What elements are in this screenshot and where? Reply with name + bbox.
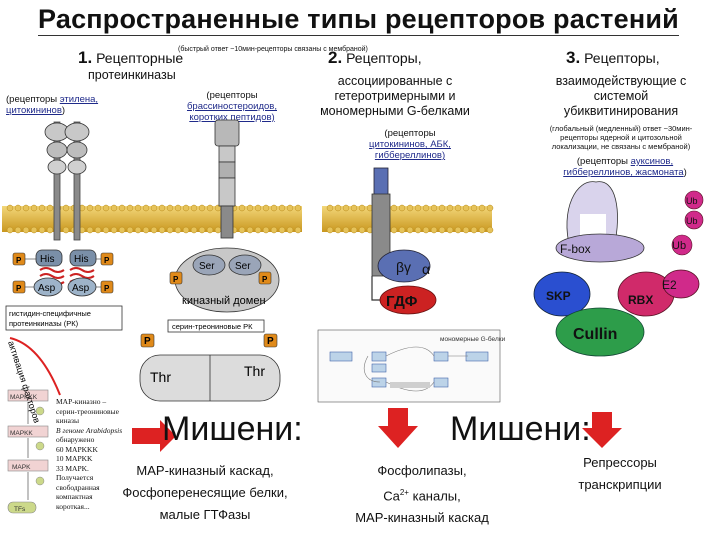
histidine-receptor — [12, 121, 114, 297]
his-domain-right — [69, 249, 97, 267]
his-label-right: His — [74, 254, 88, 265]
alpha-label: α — [422, 261, 430, 277]
thr-label-right: Thr — [244, 363, 265, 379]
ser-left — [192, 254, 226, 276]
histidine-kinase-legend-box — [5, 305, 123, 331]
ubiquitin-ligase-complex — [533, 181, 704, 357]
col2-category: ассоциированные с гетеротримерными и мон… — [320, 74, 470, 118]
monomeric-g-protein-inset — [317, 329, 501, 403]
skp-protein — [533, 271, 591, 317]
targets-list-3: Репрессоры транскрипции — [578, 455, 662, 492]
asp-label-left: Asp — [38, 283, 56, 294]
mapk-label-3: MAPK — [12, 464, 31, 471]
targets-list-1: MAP-киназный каскад, Фосфоперенесящие бе… — [122, 463, 288, 522]
p-label: P — [267, 336, 274, 347]
ub-label: Ub — [686, 196, 698, 206]
thr-label-left: Thr — [150, 369, 171, 385]
page-title: Распространенные типы рецепторов растени… — [38, 4, 679, 36]
gist-kinase-label-1: гистидин-специфичные — [9, 309, 91, 318]
g-beta-gamma — [377, 249, 431, 283]
p-label: P — [16, 256, 22, 265]
p-label: P — [104, 284, 110, 293]
col1-title: 1. Рецепторные — [78, 48, 184, 67]
arrow-col2 — [378, 408, 418, 448]
col3-note2: (рецепторы ауксинов, гиббереллинов, жасм… — [563, 156, 687, 178]
inset-title: мономерные G-белки — [440, 335, 506, 343]
ser-label-left: Ser — [199, 261, 215, 272]
col1-right-note: (рецепторы брассиностероидов, коротких п… — [186, 90, 277, 123]
ub-bead — [671, 234, 693, 256]
ser-right — [228, 254, 262, 276]
phospho-badge — [169, 271, 183, 285]
fbox-protein — [555, 233, 645, 263]
skp-label: SKP — [546, 289, 571, 303]
arrow-col1 — [132, 420, 176, 452]
beta-gamma-label: βγ — [396, 259, 411, 275]
his-domain-left — [35, 249, 63, 267]
ub-label: Ub — [672, 240, 686, 252]
activation-arrow — [9, 337, 61, 396]
membrane-col1 — [2, 204, 302, 234]
gdp-label: ГДФ — [386, 293, 418, 310]
g-protein-coupled-receptor — [371, 167, 437, 315]
arrow-col3 — [582, 412, 622, 448]
mapk-label-2: MAPKK — [10, 430, 33, 437]
col2-title: 2. Рецепторы, — [328, 48, 422, 67]
mapk-cascade — [7, 389, 49, 514]
fast-response-note: (быстрый ответ ~10мин-рецепторы связаны … — [178, 46, 368, 53]
cullin-label: Cullin — [573, 326, 617, 343]
tfs-label: TFs — [14, 506, 26, 513]
membrane-col2 — [322, 204, 494, 234]
rbx-label: RBX — [628, 293, 653, 307]
brassinosteroid-receptor — [169, 119, 280, 313]
p-label: P — [173, 275, 179, 284]
ub-bead — [684, 210, 704, 230]
g-alpha-gdp — [379, 285, 437, 315]
serthr-kinase-label: серин-треониновые РК — [172, 322, 253, 331]
ser-label-right: Ser — [235, 261, 251, 272]
fbox-label: F-box — [560, 242, 591, 256]
thr-domain — [139, 333, 281, 402]
targets-heading-2: Мишени: — [450, 410, 591, 448]
activation-label: активация факторов — [6, 340, 42, 425]
p-label: P — [262, 275, 268, 284]
target-arrows — [132, 408, 622, 452]
mapk-label-1: MAPKKK — [10, 394, 38, 401]
p-label: P — [144, 336, 151, 347]
targets-list-2: Фосфолипазы, Ca2+ каналы, MAP-киназный к… — [355, 463, 489, 526]
targets-heading-1: Мишени: — [162, 410, 303, 448]
his-label-left: His — [40, 254, 54, 265]
phospho-badge — [258, 271, 272, 285]
p-label: P — [104, 256, 110, 265]
mapk-description: MAP-киназно – серин-треониновые киназы В… — [56, 397, 123, 511]
col3-category: взаимодействующие с системой убиквитинир… — [555, 74, 687, 118]
col1-category: протеинкиназы — [88, 68, 176, 82]
ub-bead — [684, 190, 704, 210]
serthr-kinase-legend-box — [167, 319, 265, 333]
col2-note: (рецепторы цитокининов, АБК, гиббереллин… — [369, 128, 451, 161]
ub-label: Ub — [686, 216, 698, 226]
col3-note: (глобальный (медленный) ответ ~30мин- ре… — [549, 124, 693, 151]
e2-label: E2 — [662, 278, 677, 292]
asp-label-right: Asp — [72, 283, 90, 294]
cullin-protein — [555, 307, 645, 357]
kinase-domain-label: киназный домен — [182, 295, 266, 307]
gist-kinase-label-2: протеинкиназы (РК) — [9, 319, 79, 328]
col3-title: 3. Рецепторы, — [566, 48, 660, 67]
e2-enzyme — [662, 269, 700, 299]
col1-left-note: (рецепторы этилена, цитокининов) — [6, 94, 99, 116]
p-label: P — [16, 284, 22, 293]
